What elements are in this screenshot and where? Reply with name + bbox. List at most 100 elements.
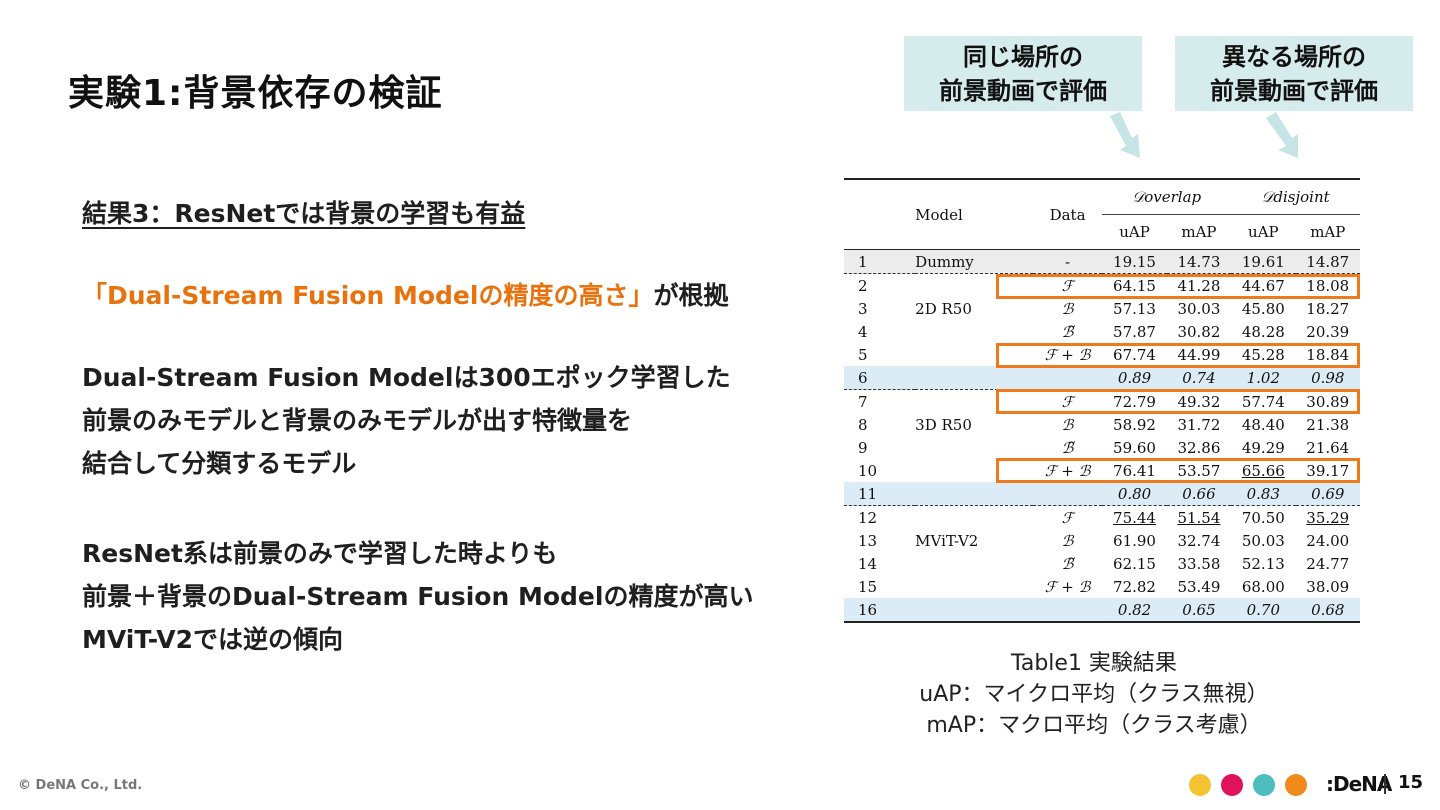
- results-table: Model Data 𝒟overlap 𝒟disjoint uAP mAP uA…: [844, 178, 1360, 623]
- row-value: 1.02: [1231, 366, 1296, 390]
- row-data: ℱ: [1061, 276, 1074, 295]
- row-value: 76.41: [1113, 461, 1156, 480]
- row-model: [915, 598, 1033, 622]
- row-model: 2D R50: [915, 299, 972, 318]
- row-value: 18.27: [1306, 299, 1350, 318]
- header-map: mAP: [1166, 214, 1232, 250]
- row-value: 30.82: [1177, 322, 1221, 341]
- row-value: 0.68: [1295, 598, 1360, 622]
- row-value: 48.28: [1241, 322, 1285, 341]
- page-title: 実験1:背景依存の検証: [68, 73, 443, 114]
- row-model: MViT-V2: [915, 531, 979, 550]
- callout-disjoint: 異なる場所の 前景動画で評価: [1175, 36, 1413, 111]
- row-data: ℬ: [1061, 299, 1074, 318]
- row-index: 14: [858, 554, 878, 573]
- copyright: © DeNA Co., Ltd.: [18, 778, 143, 793]
- row-index: 2: [858, 276, 868, 295]
- callout-disjoint-line2: 前景動画で評価: [1210, 77, 1378, 105]
- row-value: 51.54: [1177, 508, 1221, 527]
- row-value: 33.58: [1177, 554, 1221, 573]
- row-value: 0.89: [1102, 366, 1167, 390]
- row-value: 58.92: [1113, 415, 1156, 434]
- row-value: 57.87: [1113, 322, 1156, 341]
- row-data: ℱ + ℬ: [1044, 577, 1091, 596]
- row-index: 1: [844, 249, 916, 274]
- row-index: 5: [858, 345, 868, 364]
- callout-overlap: 同じ場所の 前景動画で評価: [904, 36, 1142, 111]
- row-value: 31.72: [1177, 415, 1221, 434]
- row-value: 18.84: [1306, 345, 1350, 364]
- row-value: 30.03: [1177, 299, 1221, 318]
- row-value: 70.50: [1241, 508, 1285, 527]
- row-model: [915, 436, 1033, 459]
- row-index: 4: [858, 322, 868, 341]
- description-paragraph: Dual-Stream Fusion Modelは300エポック学習した 前景の…: [82, 363, 731, 478]
- row-value: 0.98: [1295, 366, 1360, 390]
- row-value: 64.15: [1113, 276, 1156, 295]
- row-value: 18.08: [1306, 276, 1350, 295]
- row-value: 14.73: [1166, 249, 1232, 274]
- row-index: 11: [844, 482, 916, 506]
- row-value: 0.82: [1102, 598, 1167, 622]
- row-value: 19.15: [1102, 249, 1167, 274]
- row-index: 10: [858, 461, 878, 480]
- row-value: 59.60: [1113, 438, 1156, 457]
- row-data: ℬ̃: [1061, 322, 1074, 341]
- header-uap: uAP: [1231, 214, 1296, 250]
- row-value: 21.64: [1306, 438, 1350, 457]
- brand-dot-orange: [1285, 774, 1307, 796]
- row-value: 48.40: [1241, 415, 1285, 434]
- header-map: mAP: [1295, 214, 1360, 250]
- row-value: 35.29: [1306, 508, 1350, 527]
- row-value: 68.00: [1241, 577, 1285, 596]
- row-value: 62.15: [1113, 554, 1156, 573]
- result-heading: 結果3：ResNetでは背景の学習も有益: [82, 199, 526, 228]
- row-value: 0.83: [1231, 482, 1296, 506]
- header-overlap: 𝒟overlap: [1132, 188, 1202, 206]
- row-index: 6: [844, 366, 916, 390]
- row-model: [915, 366, 1033, 390]
- row-value: 19.61: [1231, 249, 1296, 274]
- row-model: Dummy: [915, 249, 1033, 274]
- row-data: ℬ: [1061, 531, 1074, 550]
- arrow-down-icon: [1266, 112, 1298, 158]
- highlight-box-row-2: [996, 274, 1360, 299]
- row-value: 38.09: [1306, 577, 1350, 596]
- row-data: [1032, 482, 1103, 506]
- arrow-down-icon: [1110, 112, 1140, 158]
- claim-rest: が根拠: [653, 281, 729, 310]
- row-value: 65.66: [1241, 461, 1285, 480]
- row-model: [915, 320, 1033, 343]
- row-data: ℬ̃: [1061, 438, 1074, 457]
- row-index: 13: [858, 531, 878, 550]
- row-value: 53.49: [1177, 577, 1221, 596]
- row-value: 49.32: [1177, 392, 1221, 411]
- row-value: 50.03: [1241, 531, 1285, 550]
- row-value: 30.89: [1306, 392, 1350, 411]
- row-value: 49.29: [1241, 438, 1285, 457]
- row-value: 24.00: [1306, 531, 1350, 550]
- row-value: 52.13: [1241, 554, 1285, 573]
- row-value: 24.77: [1306, 554, 1350, 573]
- dena-logo: :DeNA: [1326, 772, 1392, 796]
- row-value: 61.90: [1113, 531, 1156, 550]
- row-value: 0.74: [1166, 366, 1232, 390]
- row-value: 14.87: [1295, 249, 1360, 274]
- row-value: 0.66: [1166, 482, 1232, 506]
- highlight-box-row-10: [996, 458, 1360, 483]
- row-value: 0.65: [1166, 598, 1232, 622]
- footer-divider: [1384, 774, 1386, 794]
- row-value: 57.13: [1113, 299, 1156, 318]
- finding-paragraph: ResNet系は前景のみで学習した時よりも 前景＋背景のDual-Stream …: [82, 539, 754, 654]
- header-data: Data: [1049, 205, 1086, 224]
- claim-highlight: 「Dual-Stream Fusion Modelの精度の高さ」: [82, 281, 654, 310]
